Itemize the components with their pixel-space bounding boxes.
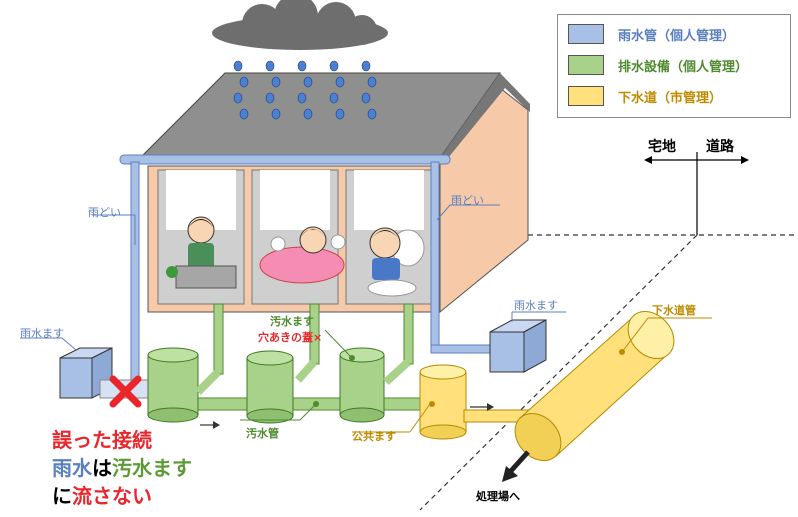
person-toilet-head <box>370 228 400 258</box>
person-bath-head <box>300 227 326 253</box>
raindrop-icon <box>298 61 306 71</box>
warning-do-not-drain: 流さない <box>72 484 152 508</box>
raindrop-icon <box>336 77 344 87</box>
raindrop-icon <box>234 61 242 71</box>
legend-item-drain: 排水設備（個人管理） <box>568 54 748 76</box>
room-toilet-window <box>354 170 424 230</box>
boundary-label-private: 宅地 <box>648 136 676 156</box>
drain-pipe-kitchen <box>214 304 223 374</box>
raindrop-icon <box>330 93 338 103</box>
bathtub <box>260 247 344 283</box>
raindrop-icon <box>272 109 280 119</box>
sewage-pipe <box>180 398 430 410</box>
dish-sponge-icon <box>166 266 178 278</box>
warning-line-2: 雨水は汚水ます <box>52 452 192 481</box>
legend-item-sewer: 下水道（市管理） <box>568 85 722 107</box>
legend-label: 下水道（市管理） <box>618 87 722 106</box>
raindrop-icon <box>234 93 242 103</box>
raindrop-icon <box>266 61 274 71</box>
leader-line <box>62 338 76 350</box>
bubble-icon <box>331 235 345 249</box>
legend-swatch <box>568 55 604 75</box>
warning-particle: は <box>92 456 112 480</box>
arrow-left-icon <box>644 156 652 164</box>
raindrop-icon <box>362 61 370 71</box>
label-sewage-pipe: 汚水管 <box>246 425 279 441</box>
room-bath-window <box>260 170 330 230</box>
label-rain-box-right: 雨水ます <box>514 297 558 313</box>
toilet-bowl <box>368 280 416 296</box>
drain-connector <box>386 362 408 382</box>
rain-pipe-right <box>431 345 493 353</box>
bubble-icon <box>271 237 285 251</box>
drain-connector <box>298 362 314 380</box>
raindrop-icon <box>266 93 274 103</box>
raindrop-icon <box>298 93 306 103</box>
legend-label: 雨水管（個人管理） <box>618 25 735 44</box>
arrow-right-icon <box>741 156 749 164</box>
to-plant-arrow-icon <box>502 452 528 482</box>
person-toilet-body <box>372 258 400 280</box>
rain-box-right <box>490 320 546 372</box>
label-sewage-box: 汚水ます <box>270 313 314 329</box>
warning-line-1: 誤った接続 <box>52 424 152 453</box>
legend-swatch <box>568 24 604 44</box>
sewage-box-2 <box>247 351 293 423</box>
raindrop-icon <box>304 109 312 119</box>
legend-swatch <box>568 86 604 106</box>
warning-rain: 雨水 <box>52 456 92 480</box>
roof-gutter <box>120 155 450 164</box>
drain-connector <box>198 372 218 392</box>
raindrop-icon <box>304 77 312 87</box>
leader-dot <box>429 401 435 407</box>
raindrop-icon <box>368 77 376 87</box>
raindrop-icon <box>240 109 248 119</box>
label-public-box: 公共ます <box>352 428 396 444</box>
leader-dot <box>619 349 625 355</box>
label-gutter-left: 雨どい <box>88 204 121 220</box>
legend-item-rain-pipe: 雨水管（個人管理） <box>568 23 735 45</box>
raindrop-icon <box>362 93 370 103</box>
warning-sewage-box: 汚水ます <box>112 456 192 480</box>
leader-dot <box>349 355 355 361</box>
legend-label: 排水設備（個人管理） <box>618 56 748 75</box>
label-gutter-right: 雨どい <box>451 192 484 208</box>
house-roof <box>140 73 500 158</box>
kitchen-sink <box>176 266 236 288</box>
downspout-left <box>131 162 139 387</box>
rain-cloud <box>212 0 388 50</box>
raindrop-icon <box>272 77 280 87</box>
raindrop-icon <box>240 77 248 87</box>
leader-dot <box>313 401 319 407</box>
label-rain-box-left: 雨水ます <box>20 325 64 341</box>
sewage-box-3 <box>340 348 384 422</box>
label-hole-lid: 穴あきの蓋× <box>258 329 322 345</box>
raindrop-icon <box>330 61 338 71</box>
label-sewer-pipe: 下水道管 <box>652 302 696 318</box>
downspout-right <box>431 162 439 348</box>
label-to-plant: 処理場へ <box>476 488 520 504</box>
drain-pipe-toilet <box>404 304 413 364</box>
legend: 雨水管（個人管理） 排水設備（個人管理） 下水道（市管理） <box>557 14 791 118</box>
public-box <box>420 365 466 439</box>
warning-line-3: に流さない <box>52 480 152 509</box>
raindrop-icon <box>368 109 376 119</box>
raindrop-icon <box>336 109 344 119</box>
leader-line <box>325 330 352 358</box>
person-kitchen-head <box>188 217 214 243</box>
sewage-box-1 <box>148 348 198 422</box>
warning-particle: に <box>52 484 72 508</box>
boundary-label-road: 道路 <box>706 136 734 156</box>
flow-arrow-icon <box>200 421 220 429</box>
